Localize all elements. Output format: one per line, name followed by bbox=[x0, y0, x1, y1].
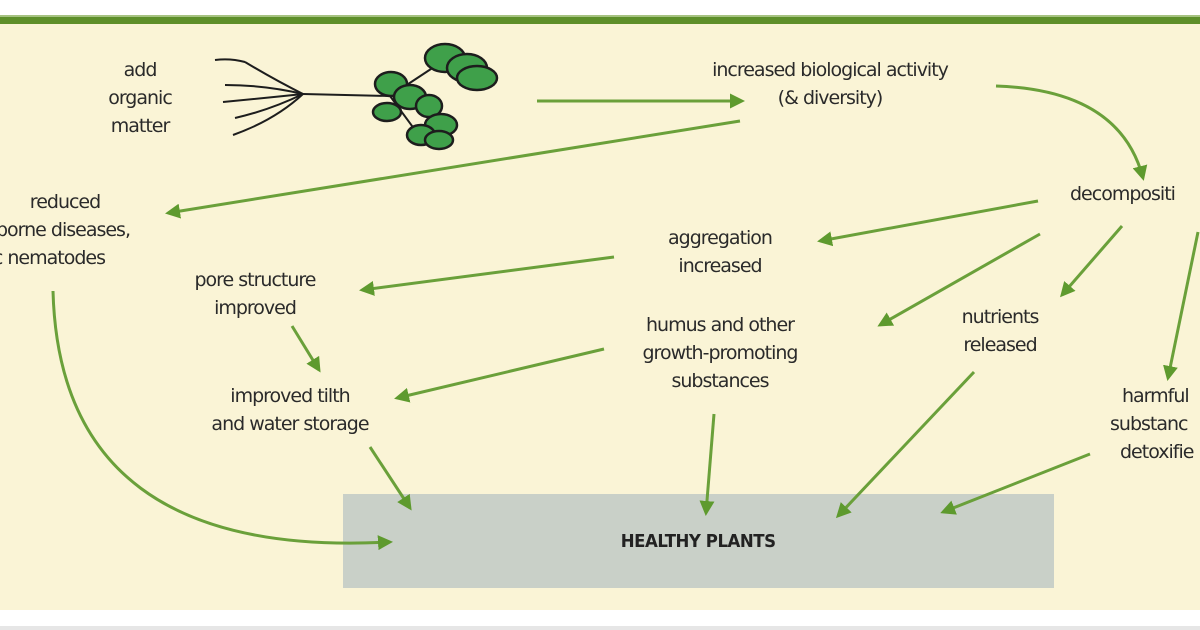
arrow-diseases-to-healthy bbox=[51, 290, 393, 551]
arrow-harmful-to-healthy bbox=[940, 452, 1091, 515]
arrow-decomposition-to-humus bbox=[877, 232, 1041, 327]
node-line: nutrients bbox=[961, 306, 1040, 328]
node-biological-activity: increased biological activity (& diversi… bbox=[660, 56, 1000, 112]
arrow-humus-to-tilth bbox=[394, 347, 605, 403]
arrow-nutrients-to-healthy bbox=[835, 370, 976, 519]
node-add-organic-matter: add organic matter bbox=[80, 56, 200, 140]
arrow-tilth-to-healthy bbox=[368, 446, 412, 511]
node-line: organic bbox=[108, 87, 173, 109]
node-line: borne diseases, bbox=[0, 219, 131, 241]
node-line: improved bbox=[214, 297, 297, 319]
node-line: increased biological activity bbox=[712, 59, 949, 81]
node-harmful: harmful substanc detoxifie bbox=[1110, 382, 1200, 466]
node-decomposition: decompositi bbox=[1070, 180, 1176, 208]
node-tilth: improved tilth and water storage bbox=[190, 382, 390, 438]
node-line: substances bbox=[671, 370, 769, 392]
node-humus: humus and other growth-promoting substan… bbox=[610, 311, 830, 395]
node-line: matter bbox=[110, 115, 171, 137]
arrow-humus-to-healthy bbox=[699, 413, 716, 516]
arrow-decomposition-to-aggregation bbox=[817, 199, 1039, 247]
node-line: humus and other bbox=[646, 314, 795, 336]
node-line: detoxifie bbox=[1120, 441, 1194, 463]
healthy-plants-box: HEALTHY PLANTS bbox=[343, 494, 1054, 588]
node-line: improved tilth bbox=[230, 385, 350, 407]
node-line: itic nematodes bbox=[0, 247, 106, 269]
node-line: decompositi bbox=[1070, 183, 1176, 205]
node-line: reduced bbox=[29, 191, 101, 213]
healthy-plants-label: HEALTHY PLANTS bbox=[621, 530, 776, 552]
node-line: harmful bbox=[1122, 385, 1190, 407]
node-line: aggregation bbox=[668, 227, 773, 249]
node-line: growth-promoting bbox=[642, 342, 798, 364]
node-line: pore structure bbox=[194, 269, 316, 291]
arrow-activity-to-decomposition bbox=[995, 84, 1148, 181]
arrow-activity-to-diseases bbox=[165, 119, 741, 219]
node-pore-structure: pore structure improved bbox=[160, 266, 350, 322]
node-line: add bbox=[123, 59, 158, 81]
arrow-pore-to-tilth bbox=[290, 325, 321, 373]
node-line: substanc bbox=[1110, 413, 1188, 435]
node-line: increased bbox=[678, 255, 762, 277]
bottom-divider bbox=[0, 626, 1200, 630]
node-nutrients: nutrients released bbox=[935, 303, 1065, 359]
arrow-aggregation-to-pore bbox=[359, 255, 615, 296]
arrow-decomposition-to-harmful bbox=[1163, 231, 1200, 381]
plant-icon bbox=[214, 42, 499, 151]
arrow-decomposition-to-nutrients bbox=[1060, 225, 1124, 298]
node-line: (& diversity) bbox=[777, 87, 884, 109]
node-line: and water storage bbox=[211, 413, 369, 435]
node-line: released bbox=[963, 334, 1037, 356]
node-reduced-diseases: reduced borne diseases, itic nematodes bbox=[0, 188, 180, 272]
node-aggregation: aggregation increased bbox=[620, 224, 820, 280]
